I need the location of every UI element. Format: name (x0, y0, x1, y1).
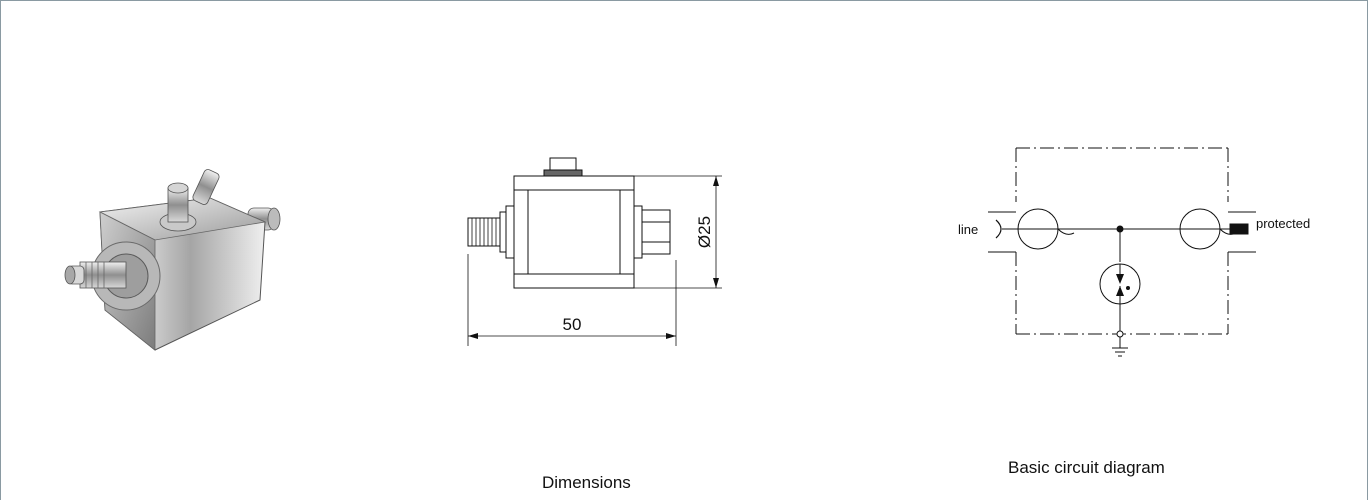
dimensions-drawing: 50 Ø25 (440, 150, 760, 370)
circuit-diagram: line protected (950, 140, 1350, 370)
diameter-label: Ø25 (695, 216, 714, 248)
circuit-diagram-caption: Basic circuit diagram (1008, 458, 1165, 477)
length-label: 50 (563, 315, 582, 334)
product-photo (60, 160, 360, 360)
protected-label: protected (1256, 216, 1310, 231)
dimensions-caption: Dimensions (542, 473, 631, 492)
line-label: line (958, 222, 978, 237)
product-photo-illustration (64, 169, 281, 351)
dimensions-svg: 50 Ø25 (467, 157, 722, 346)
circuit-svg: line protected (958, 147, 1310, 357)
